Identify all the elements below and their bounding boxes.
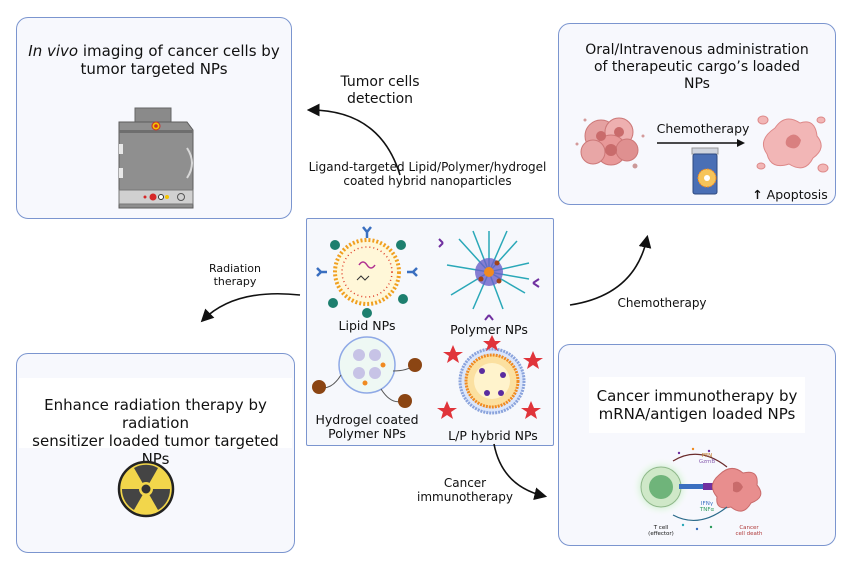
chemotherapy-label: Chemotherapy (617, 296, 707, 310)
apoptotic-cells-icon (756, 115, 829, 173)
chemo-panel: Oral/Intravenous administration of thera… (558, 23, 836, 205)
radiation-icon (117, 460, 175, 518)
hydrogel-np-icon (312, 336, 422, 408)
chemotherapy-arrow (569, 234, 652, 306)
pfn-gzmb-label: PFN GzmB (698, 453, 716, 465)
chemo-panel-title: Oral/Intravenous administration of thera… (585, 42, 809, 92)
immunotherapy-label: Cancer immunotherapy (417, 476, 513, 504)
hydrogel-np-label: Hydrogel coated Polymer NPs (315, 412, 419, 441)
tcell-label: T cell (effector) (648, 525, 674, 537)
imaging-panel: In vivo imaging of cancer cells by tumor… (16, 17, 292, 219)
cancer-cell-death-label: Cancer cell death (735, 525, 763, 537)
center-caption: Ligand-targeted Lipid/Polymer/hydrogel c… (308, 160, 547, 188)
radiation-panel-title: Enhance radiation therapy by radiation s… (32, 396, 279, 468)
immunotherapy-panel: Cancer immunotherapy by mRNA/antigen loa… (558, 344, 836, 546)
polymer-np-label: Polymer NPs (450, 322, 528, 337)
ifng-tnfa-label: IFNγ TNFα (699, 501, 715, 513)
tcell-killing-icon (631, 447, 762, 531)
imaging-system-icon (118, 107, 194, 209)
immunotherapy-arrow (493, 443, 548, 500)
lipid-np-label: Lipid NPs (338, 318, 396, 333)
tumor-cells-icon (575, 117, 645, 169)
detection-label: Tumor cells detection (340, 74, 420, 107)
lp-hybrid-np-icon (437, 335, 543, 419)
lipid-np-icon (316, 226, 418, 318)
radiation-panel: Enhance radiation therapy by radiation s… (16, 353, 295, 553)
immunotherapy-panel-title: Cancer immunotherapy by mRNA/antigen loa… (596, 387, 798, 423)
chemo-inner-arrow (657, 139, 745, 147)
drug-bottle-icon (691, 147, 719, 195)
chemo-inner-label: Chemotherapy (656, 121, 750, 136)
radiation-label: Radiation therapy (209, 262, 261, 288)
imaging-panel-title: In vivo imaging of cancer cells by tumor… (28, 42, 280, 78)
polymer-np-icon (438, 230, 540, 321)
apoptosis-label: ↑ Apoptosis (752, 187, 828, 202)
detection-arrow (306, 103, 401, 176)
up-arrow-icon: ↑ (752, 187, 763, 202)
lp-hybrid-np-label: L/P hybrid NPs (448, 428, 538, 443)
radiation-arrow (200, 292, 301, 323)
nanoparticle-panel: Lipid NPs Polymer NPs Hydrogel coated Po… (306, 218, 554, 446)
